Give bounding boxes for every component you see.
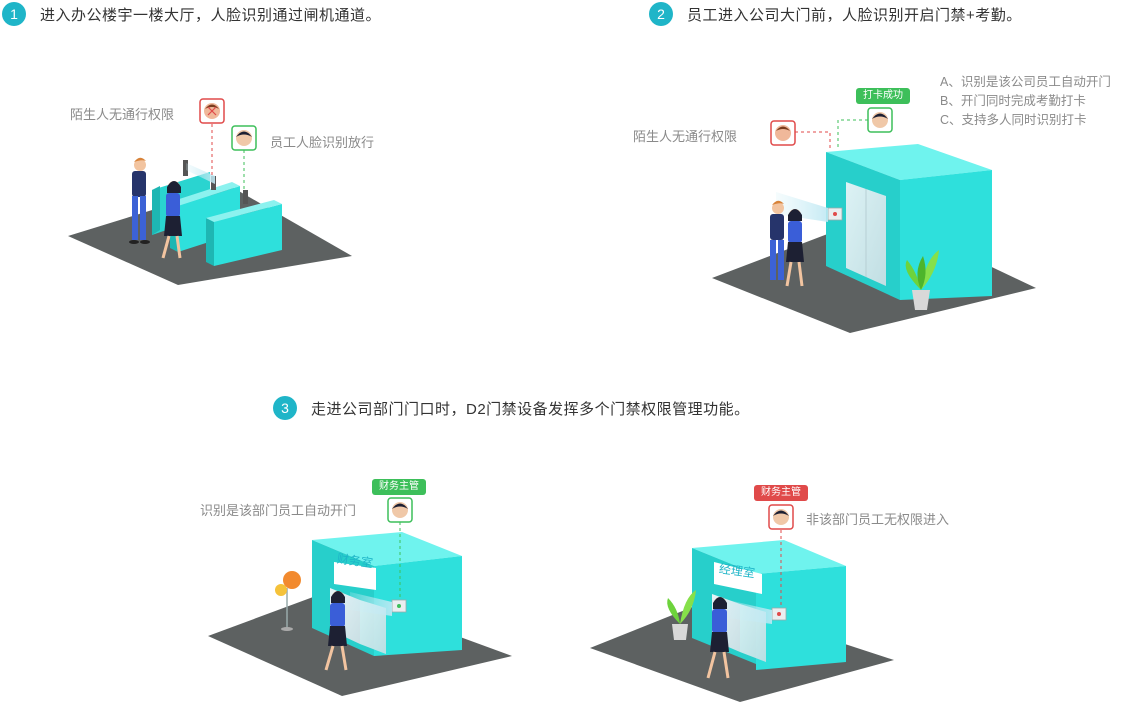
step-2-number: 2 <box>649 2 673 26</box>
scene-2-note-a: A、识别是该公司员工自动开门 <box>940 75 1111 89</box>
step-2: 2 员工进入公司大门前，人脸识别开启门禁+考勤。 <box>649 2 1022 26</box>
scene-3-finance-room <box>208 497 512 696</box>
step-1: 1 进入办公楼宇一楼大厅，人脸识别通过闸机通道。 <box>2 2 381 26</box>
step-3-number: 3 <box>273 396 297 420</box>
scene-2-note-c: C、支持多人同时识别打卡 <box>940 113 1087 127</box>
stranger-face-icon <box>770 120 796 146</box>
scene-2-company-door <box>712 107 1036 333</box>
scene-2-notes: A、识别是该公司员工自动开门 B、开门同时完成考勤打卡 C、支持多人同时识别打卡 <box>940 73 1111 130</box>
employee-face-icon <box>867 107 893 133</box>
scene-4-manager-room <box>590 504 894 702</box>
turnstile-gates <box>152 160 282 266</box>
scene-1-lobby <box>68 98 352 285</box>
scene-3-label: 识别是该部门员工自动开门 <box>200 503 357 518</box>
employee-face-icon <box>231 125 257 151</box>
scene-2-note-b: B、开门同时完成考勤打卡 <box>940 94 1086 108</box>
scene-2-checkin-badge: 打卡成功 <box>856 88 910 104</box>
scene-2-stranger-label: 陌生人无通行权限 <box>633 129 738 144</box>
scene-4-woman <box>706 597 730 679</box>
scene-3-role-badge: 财务主管 <box>372 479 426 495</box>
scene-3-fan-decor <box>275 571 301 631</box>
step-1-text: 进入办公楼宇一楼大厅，人脸识别通过闸机通道。 <box>40 6 382 24</box>
scene-4-label: 非该部门员工无权限进入 <box>806 512 950 527</box>
step-3-text: 走进公司部门门口时，D2门禁设备发挥多个门禁权限管理功能。 <box>311 400 750 418</box>
scene-1-man <box>129 157 150 244</box>
scene-2-plant <box>905 250 939 310</box>
employee-face-icon <box>387 497 413 523</box>
scene-1-stranger-label: 陌生人无通行权限 <box>70 107 175 122</box>
scene-1-employee-label: 员工人脸识别放行 <box>270 135 375 150</box>
step-3: 3 走进公司部门门口时，D2门禁设备发挥多个门禁权限管理功能。 <box>273 396 750 420</box>
stranger-face-icon <box>768 504 794 530</box>
step-1-number: 1 <box>2 2 26 26</box>
scene-4-plant <box>667 590 696 640</box>
scene-4-role-badge: 财务主管 <box>754 485 808 501</box>
stranger-face-icon <box>199 98 225 124</box>
scene-3-woman <box>324 591 348 671</box>
scene-1-woman <box>161 181 182 259</box>
scene-2-people <box>770 200 804 287</box>
step-2-text: 员工进入公司大门前，人脸识别开启门禁+考勤。 <box>687 6 1022 24</box>
